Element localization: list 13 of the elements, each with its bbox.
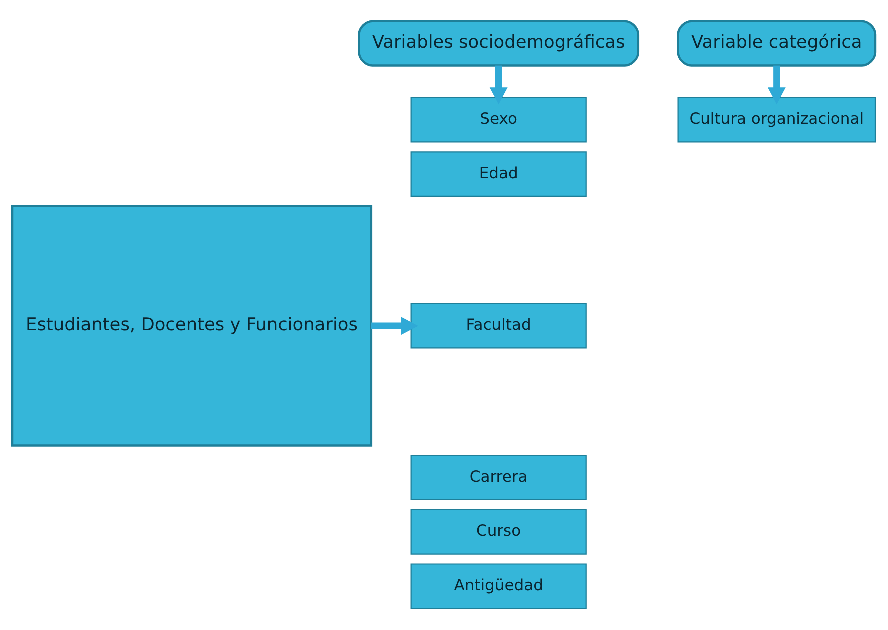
node-box: Variables sociodemográficas <box>358 20 640 67</box>
node-box: Cultura organizacional <box>678 97 876 143</box>
node-box: Sexo <box>410 97 587 143</box>
node-box: Carrera <box>410 455 587 501</box>
node-box: Curso <box>410 509 587 555</box>
node-box: Edad <box>410 152 587 198</box>
arrow <box>768 66 786 105</box>
node-box: Variable categórica <box>677 20 877 67</box>
node-box: Estudiantes, Docentes y Funcionarios <box>11 205 373 447</box>
arrow <box>490 66 508 105</box>
node-box: Facultad <box>410 303 587 349</box>
arrow <box>371 317 418 336</box>
node-box: Antigüedad <box>410 564 587 610</box>
